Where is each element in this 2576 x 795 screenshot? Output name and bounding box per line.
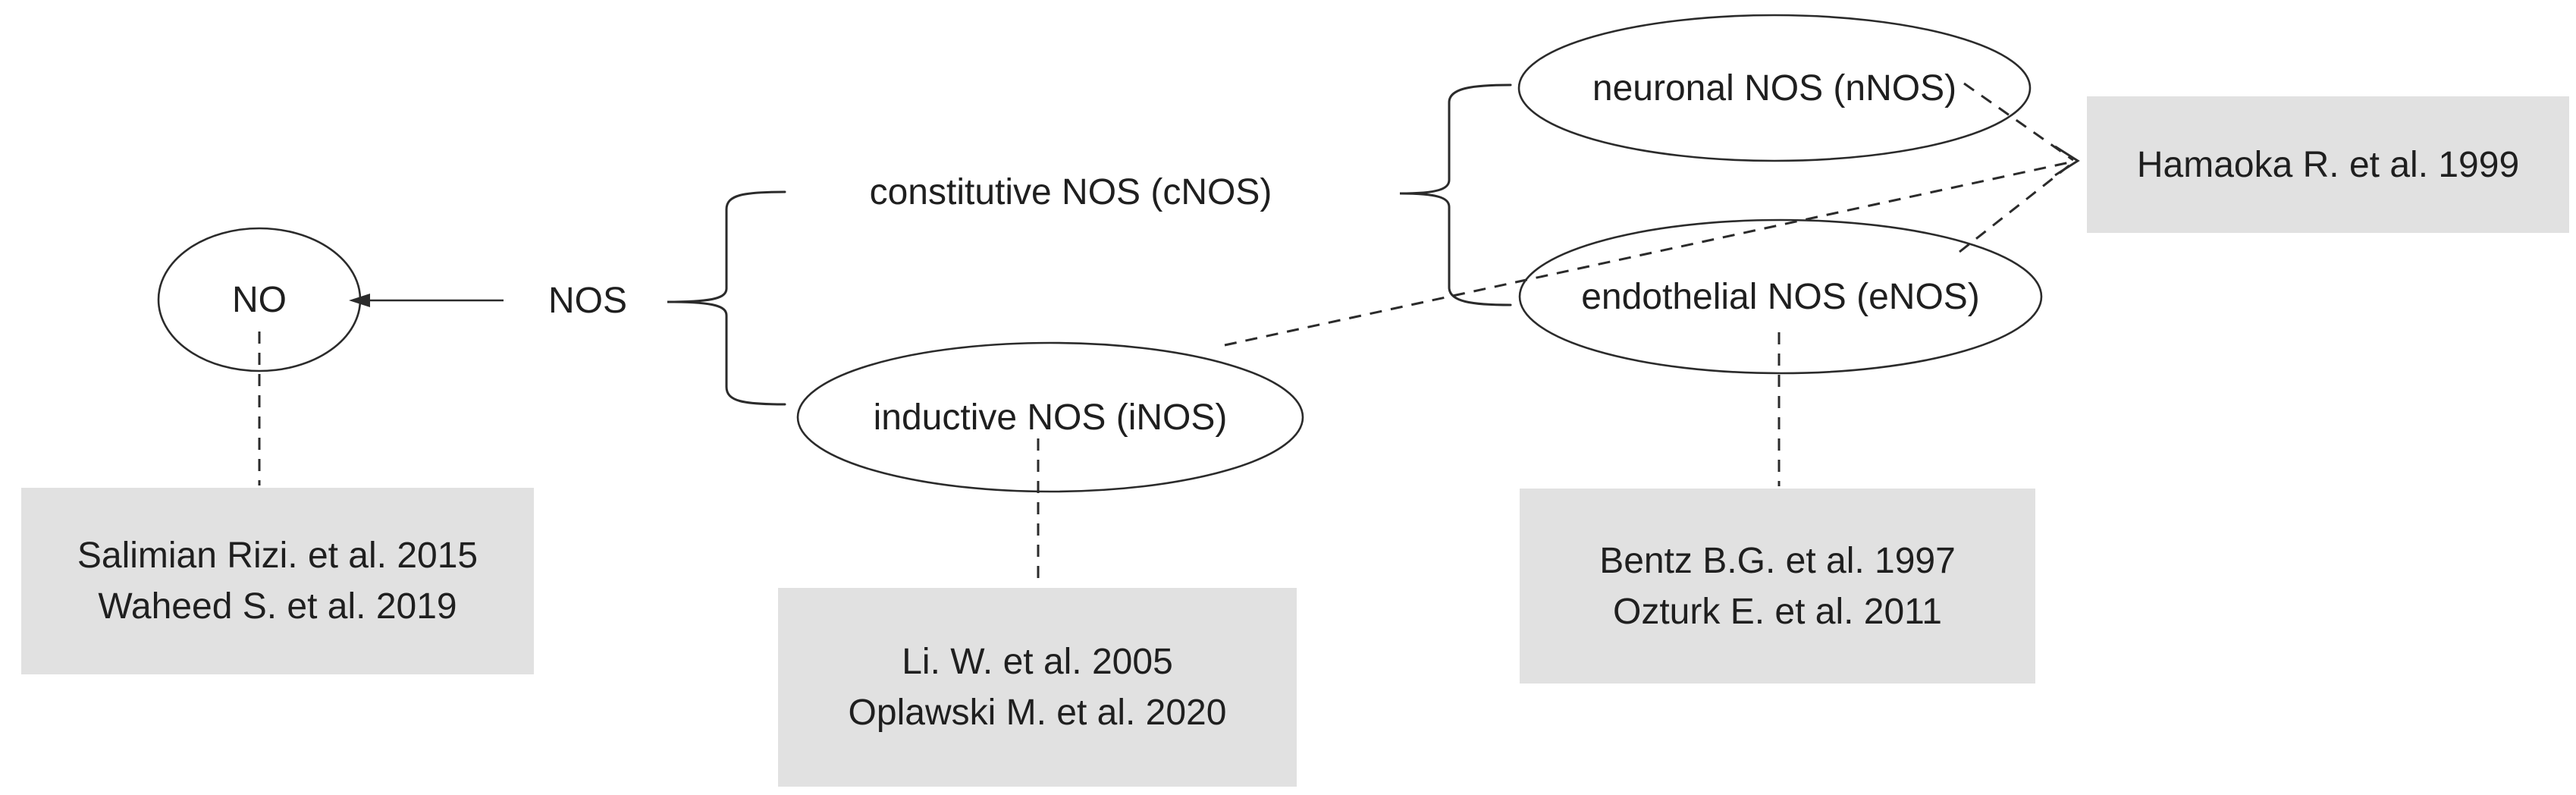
reference-line: Li. W. et al. 2005 <box>902 642 1173 682</box>
enos-label: endothelial NOS (eNOS) <box>1581 276 1980 317</box>
nos-label: NOS <box>548 280 627 321</box>
nnos-label: neuronal NOS (nNOS) <box>1592 68 1957 108</box>
nos-split-brace <box>667 190 786 406</box>
cnos-label: constitutive NOS (cNOS) <box>869 171 1272 212</box>
no-references-box: Salimian Rizi. et al. 2015 Waheed S. et … <box>21 488 534 674</box>
nnos-ellipse <box>1517 14 2032 162</box>
inos-label: inductive NOS (iNOS) <box>873 397 1228 438</box>
reference-line: Ozturk E. et al. 2011 <box>1613 591 1942 632</box>
hamaoka-reference-box: Hamaoka R. et al. 1999 <box>2087 96 2569 233</box>
nos-to-no-arrowhead <box>349 294 370 307</box>
reference-line: Salimian Rizi. et al. 2015 <box>77 536 478 576</box>
enos-to-hamaoka-connector <box>1959 161 2074 253</box>
inos-references-box: Li. W. et al. 2005 Oplawski M. et al. 20… <box>778 588 1297 787</box>
reference-line: Waheed S. et al. 2019 <box>98 586 457 627</box>
enos-references-box: Bentz B.G. et al. 1997 Ozturk E. et al. … <box>1520 489 2035 683</box>
reference-line: Hamaoka R. et al. 1999 <box>2136 144 2520 185</box>
enos-ellipse <box>1518 218 2043 375</box>
hamaoka-arrowhead <box>2054 145 2080 177</box>
no-label: NO <box>232 279 287 320</box>
cnos-split-brace <box>1399 83 1512 306</box>
inos-ellipse <box>796 341 1304 493</box>
reference-line: Bentz B.G. et al. 1997 <box>1599 540 1956 581</box>
inos-to-hamaoka-connector <box>1224 160 2074 347</box>
reference-line: Oplawski M. et al. 2020 <box>848 693 1227 733</box>
